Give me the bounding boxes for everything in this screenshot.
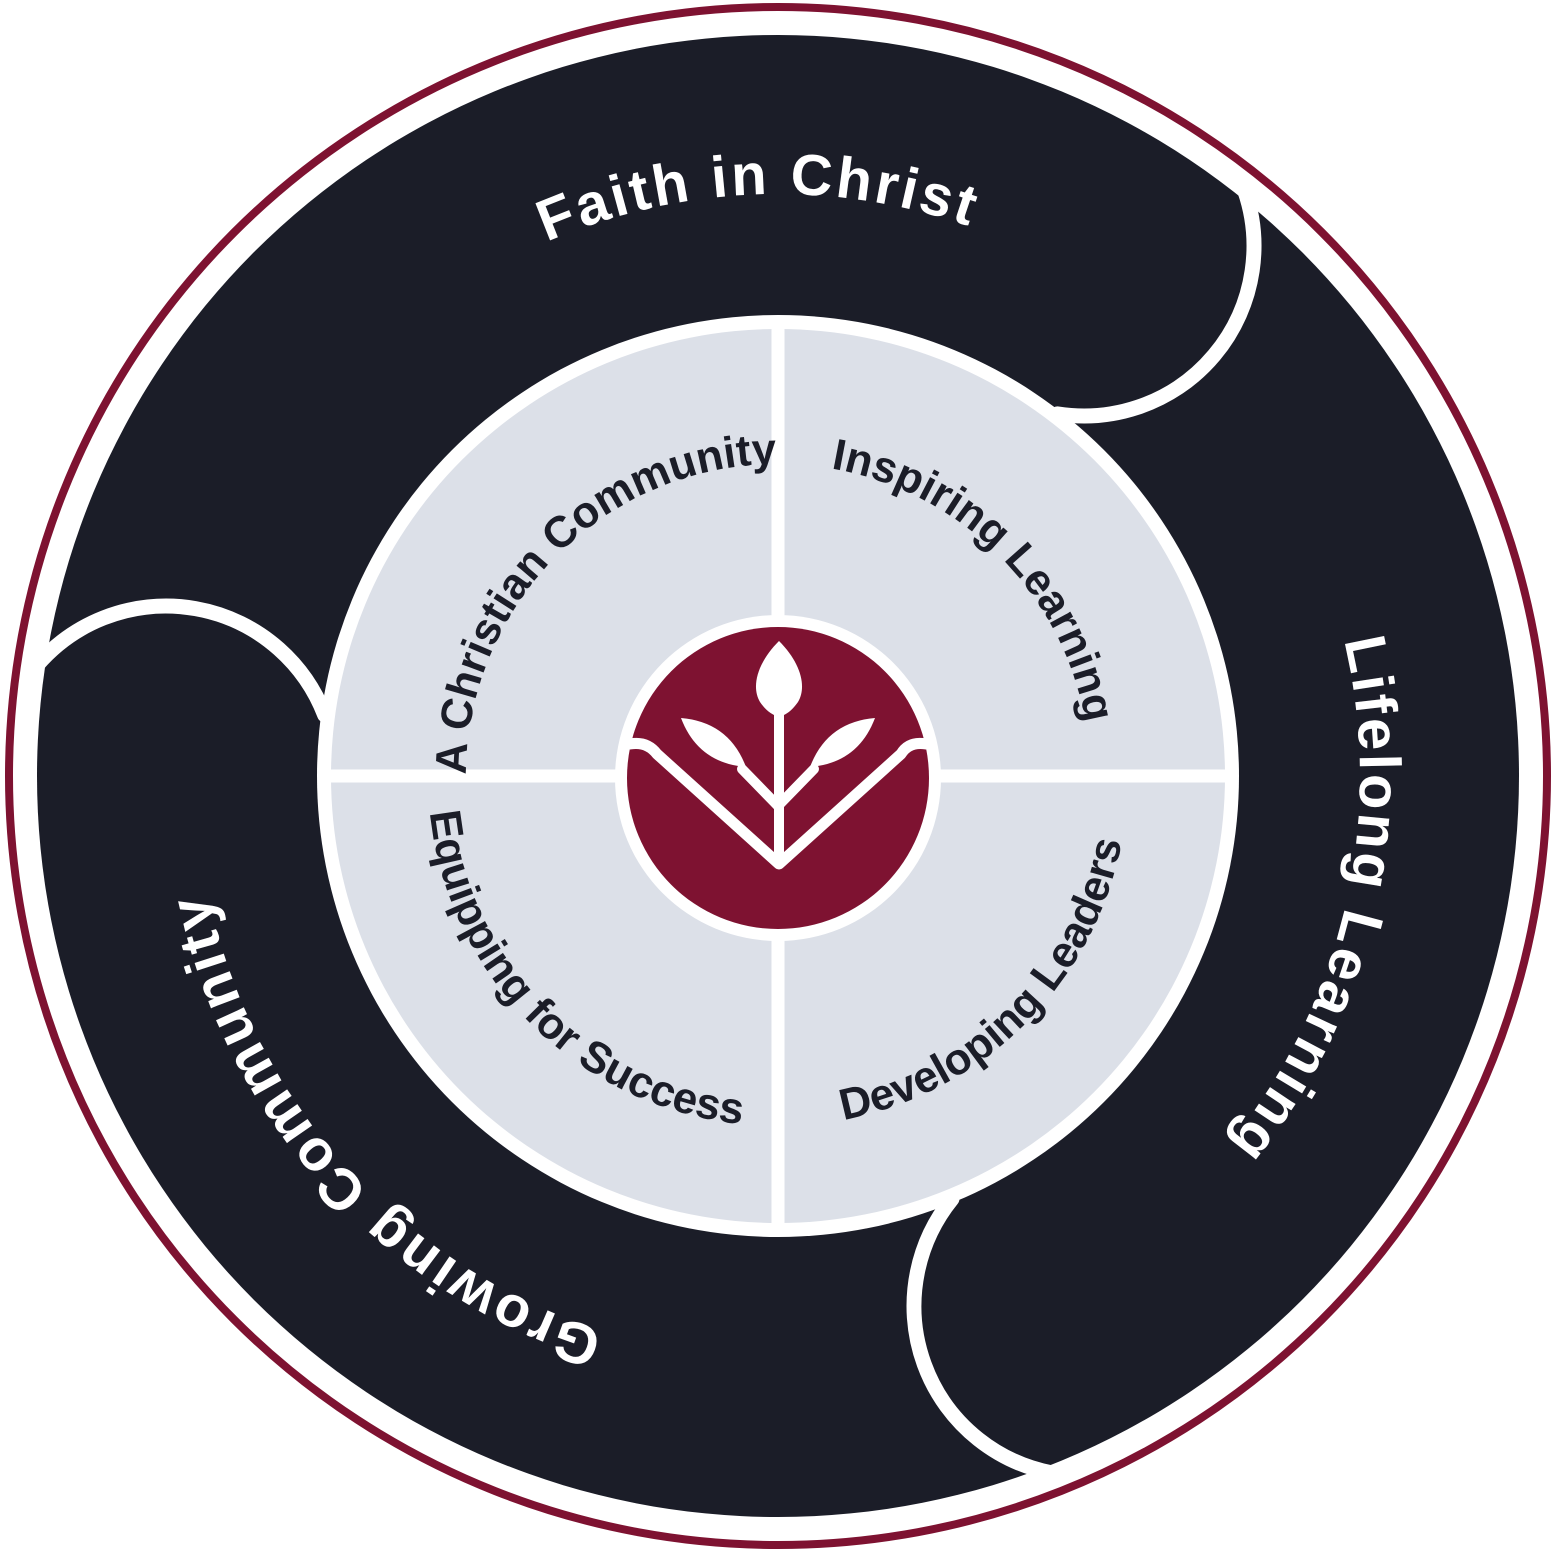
leaf-icon-left — [681, 718, 746, 767]
ring-swoosh-divider-southeast — [906, 1191, 1060, 1481]
book-and-plant-icon — [624, 641, 932, 870]
plant-branch-left — [737, 764, 783, 811]
ring-swoosh-divider-west — [30, 598, 333, 723]
leaf-icon-right — [810, 718, 875, 767]
open-book-icon — [624, 738, 932, 870]
leaf-icon-top — [755, 641, 803, 717]
center-badge — [615, 615, 941, 941]
outer-border-ring — [5, 3, 1551, 1549]
plant-branch-right — [773, 764, 819, 811]
ring-swoosh-divider-northeast — [1049, 183, 1262, 424]
